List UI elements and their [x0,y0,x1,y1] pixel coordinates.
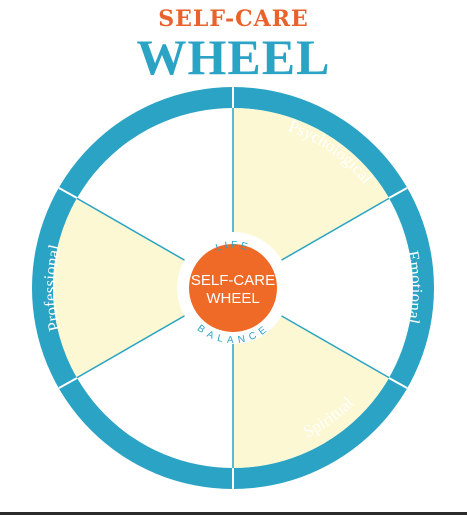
center-text-line1: SELF-CARE [191,272,275,289]
segment-psychological [233,107,389,288]
ring-label-emotional: Emotional [403,249,426,325]
center-text-line2: WHEEL [206,290,259,307]
segment-professional [52,198,234,378]
bottom-border [0,512,467,515]
title-main: WHEEL [136,29,331,85]
ring-separators [58,87,408,489]
title-top: SELF-CARE [158,6,309,32]
segment-spiritual [233,288,389,469]
center-arc-life: LIFE [214,240,251,254]
center-hub [189,244,277,332]
